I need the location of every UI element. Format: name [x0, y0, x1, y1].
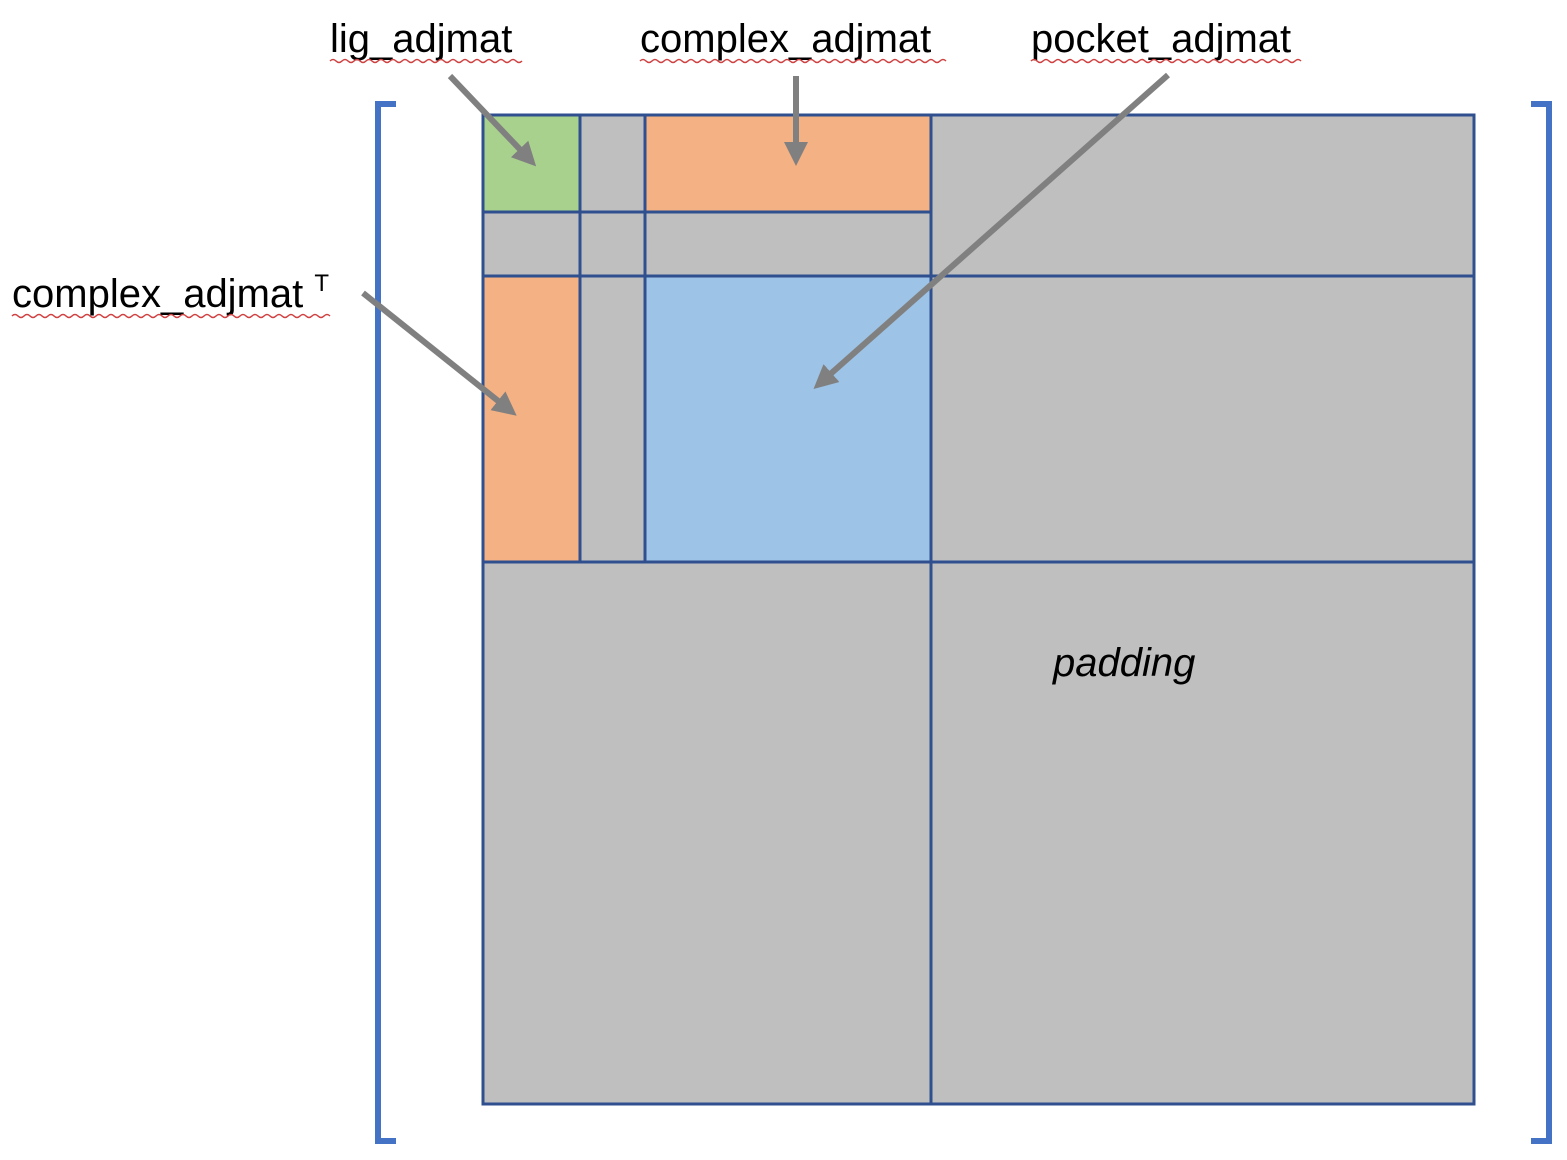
- transpose-superscript: T: [314, 270, 329, 297]
- lig-adjmat-arrow: [447, 73, 537, 167]
- pocket-adjmat-arrow: [813, 72, 1170, 389]
- complex-adjmat-transpose-block: [481, 274, 582, 564]
- matrix-grid: [481, 113, 1476, 1106]
- padding-block-bottom-right: [929, 560, 1476, 1106]
- padding-block-top-right: [929, 113, 1476, 278]
- empty-block-r3c2: [578, 274, 647, 564]
- arrows: [361, 72, 1170, 416]
- lig-adjmat-label: lig_adjmat: [330, 17, 512, 61]
- empty-block-r1c2: [578, 113, 647, 214]
- pocket-adjmat-label: pocket_adjmat: [1031, 17, 1291, 61]
- pocket-adjmat-underline: [1030, 58, 1302, 64]
- empty-block-r2c2: [578, 210, 647, 278]
- padding-block-bottom-left: [481, 560, 933, 1106]
- lig-adjmat-underline: [329, 58, 523, 64]
- empty-block-r2c1: [481, 210, 582, 278]
- complex-adjmat-block: [643, 113, 933, 214]
- right-bracket: [1531, 101, 1552, 1144]
- complex-adjmat-transpose-arrow: [361, 290, 517, 416]
- empty-block-r2c3: [643, 210, 933, 278]
- pocket-adjmat-block: [643, 274, 933, 564]
- labels: lig_adjmat complex_adjmat pocket_adjmat …: [11, 17, 1302, 685]
- padding-label: padding: [1052, 641, 1195, 685]
- padding-block-middle-right: [929, 274, 1476, 564]
- complex-adjmat-underline: [639, 58, 947, 64]
- complex-adjmat-transpose-label: complex_adjmat T: [12, 270, 329, 316]
- complex-adjmat-label: complex_adjmat: [640, 17, 931, 61]
- complex-adjmat-transpose-underline: [11, 313, 331, 319]
- complex-adjmat-transpose-text: complex_adjmat: [12, 272, 303, 316]
- left-bracket: [375, 101, 396, 1144]
